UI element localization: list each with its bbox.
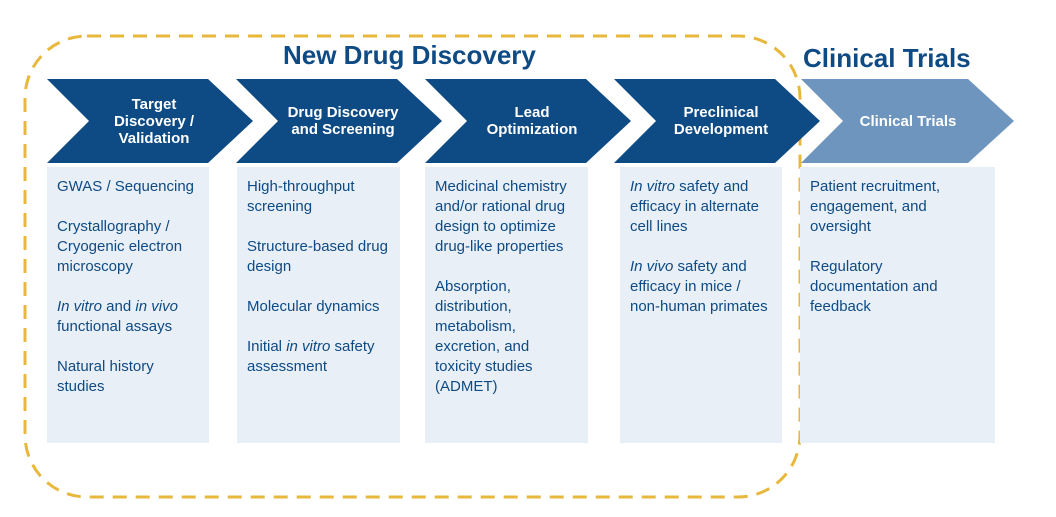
item-text-segment: In vivo bbox=[630, 258, 674, 275]
arrow-stage-4 bbox=[614, 79, 820, 163]
stage-5-item-1: Patient recruitment, engagement, and ove… bbox=[810, 177, 985, 237]
stage-1-item-2: Crystallography / Cryogenic electron mic… bbox=[57, 217, 199, 277]
discovery-dashed-border bbox=[23, 34, 802, 499]
stage-3-item-2: Absorption, distribution, metabolism, ex… bbox=[435, 277, 578, 397]
arrow-stage-2 bbox=[236, 79, 442, 163]
item-text-segment: Crystallography / Cryogenic electron mic… bbox=[57, 218, 183, 275]
item-text-segment: in vivo bbox=[135, 298, 178, 315]
item-text-segment: functional assays bbox=[57, 318, 173, 335]
item-text-segment: Structure-based drug design bbox=[247, 238, 388, 275]
clinical-title: Clinical Trials bbox=[803, 43, 971, 73]
item-text-segment: safety and efficacy in mice / non-human … bbox=[630, 258, 768, 315]
item-text-segment: Regulatory documentation and feedback bbox=[810, 258, 938, 315]
stage-2-item-3: Molecular dynamics bbox=[247, 297, 390, 317]
column-preclinical: In vitro safety and efficacy in alternat… bbox=[620, 167, 782, 443]
arrow-stage-1 bbox=[47, 79, 253, 163]
item-text-segment: Medicinal chemistry and/or rational drug… bbox=[435, 178, 567, 255]
stage-2-item-4: Initial in vitro safety assessment bbox=[247, 337, 390, 377]
item-text-segment: High-throughput screening bbox=[247, 178, 355, 215]
item-text-segment: Natural history studies bbox=[57, 358, 154, 395]
arrow-stage-5 bbox=[801, 79, 1014, 163]
stage-5-item-2: Regulatory documentation and feedback bbox=[810, 257, 985, 317]
column-clinical-trials: Patient recruitment, engagement, and ove… bbox=[800, 167, 995, 443]
stage-4-item-1: In vitro safety and efficacy in alternat… bbox=[630, 177, 772, 237]
arrow-stage-3 bbox=[425, 79, 631, 163]
stage-1-item-1: GWAS / Sequencing bbox=[57, 177, 199, 197]
stage-3-item-1: Medicinal chemistry and/or rational drug… bbox=[435, 177, 578, 257]
item-text-segment: in vitro bbox=[286, 338, 331, 355]
item-text-segment: GWAS / Sequencing bbox=[57, 178, 195, 195]
stage-2-item-2: Structure-based drug design bbox=[247, 237, 390, 277]
stage-label-clinical-trials: Clinical Trials bbox=[859, 112, 957, 130]
stage-1-item-3: In vitro and in vivo functional assays bbox=[57, 297, 199, 337]
item-text-segment: Patient recruitment, engagement, and ove… bbox=[810, 178, 941, 235]
item-text-segment: In vitro bbox=[630, 178, 676, 195]
column-lead-optimization: Medicinal chemistry and/or rational drug… bbox=[425, 167, 588, 443]
stage-4-item-2: In vivo safety and efficacy in mice / no… bbox=[630, 257, 772, 317]
item-text-segment: safety assessment bbox=[247, 338, 375, 375]
item-text-segment: Initial bbox=[247, 338, 287, 355]
item-text-segment: Absorption, distribution, metabolism, ex… bbox=[435, 278, 533, 395]
discovery-title: New Drug Discovery bbox=[283, 40, 536, 70]
item-text-segment: Molecular dynamics bbox=[247, 298, 380, 315]
stage-1-item-4: Natural history studies bbox=[57, 357, 199, 397]
item-text-segment: safety and efficacy in alternate cell li… bbox=[630, 178, 759, 235]
stage-label-preclinical: Preclinical Development bbox=[673, 104, 769, 138]
stage-label-lead-optimization: Lead Optimization bbox=[486, 104, 578, 138]
stage-label-target-discovery: Target Discovery / Validation bbox=[113, 95, 195, 147]
stage-2-item-1: High-throughput screening bbox=[247, 177, 390, 217]
stage-label-drug-discovery: Drug Discovery and Screening bbox=[287, 104, 399, 138]
item-text-segment: and bbox=[102, 298, 136, 315]
item-text-segment: In vitro bbox=[57, 298, 103, 315]
